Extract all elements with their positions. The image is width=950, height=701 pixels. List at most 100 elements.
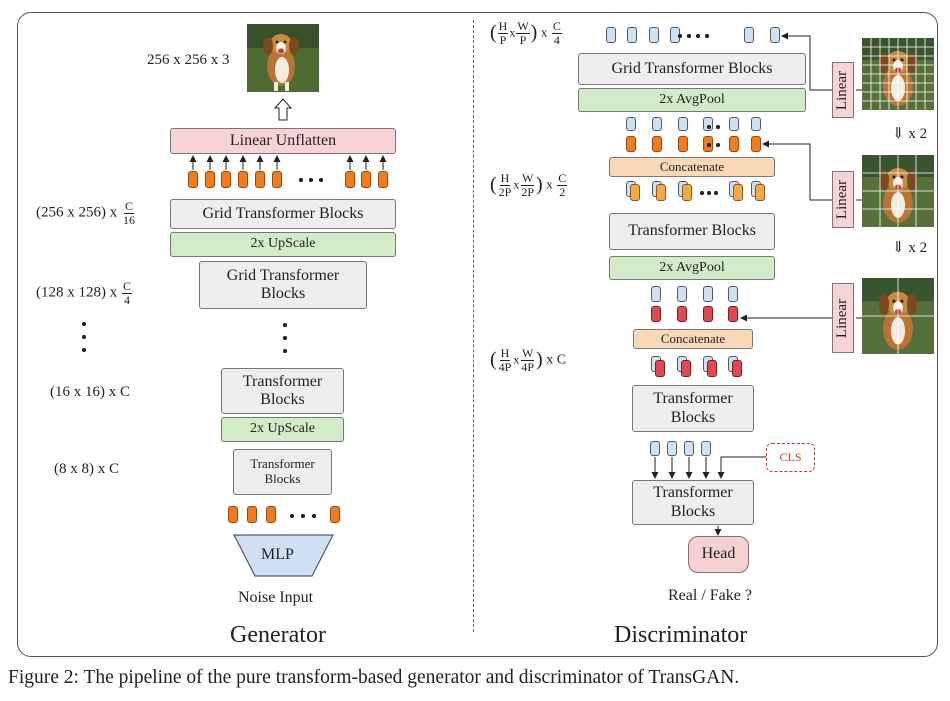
ellipsis-dot xyxy=(707,125,711,129)
disc-token-blue xyxy=(751,117,761,131)
upscale-block-2: 2x UpScale xyxy=(221,417,344,442)
disc-token-yellow xyxy=(682,184,692,201)
disc-token-orange xyxy=(751,136,761,152)
disc-token-orange xyxy=(652,136,662,152)
disc-token-orange xyxy=(678,136,688,152)
transformer-blocks-1: Transformer Blocks xyxy=(221,368,344,414)
vertical-ellipsis-dot xyxy=(283,349,287,353)
generator-output-dog-image xyxy=(247,24,319,92)
transformer-blocks-2: Transformer Blocks xyxy=(233,449,332,495)
grid-transformer-blocks-2: Grid Transformer Blocks xyxy=(199,261,367,309)
ellipsis-dot xyxy=(301,514,305,518)
gen-noise-token xyxy=(247,506,257,523)
ellipsis-dot xyxy=(700,191,704,195)
ellipsis-dot xyxy=(309,178,313,182)
disc-token xyxy=(744,27,754,43)
generator-discriminator-divider xyxy=(473,20,474,632)
disc-concatenate-1: Concatenate xyxy=(609,157,775,177)
figure-frame xyxy=(17,12,938,657)
gen-token xyxy=(205,171,215,188)
disc-token-blue xyxy=(729,117,739,131)
disc-transformer-blocks-1: Transformer Blocks xyxy=(609,213,775,250)
disc-token-yellow xyxy=(656,184,666,201)
gen-noise-token xyxy=(266,506,276,523)
disc-avgpool-2: 2x AvgPool xyxy=(609,256,775,280)
gen-token xyxy=(188,171,198,188)
linear-unflatten-block: Linear Unflatten xyxy=(170,128,396,154)
disc-token-yellow xyxy=(630,184,640,201)
ellipsis-dot xyxy=(714,191,718,195)
vertical-ellipsis-dot xyxy=(82,348,86,352)
ellipsis-dot xyxy=(299,178,303,182)
gen-token xyxy=(272,171,282,188)
disc-input-dog-image-2 xyxy=(862,155,934,227)
disc-token-blue xyxy=(728,286,738,302)
dog-photo-icon xyxy=(862,38,934,110)
disc-token xyxy=(649,27,659,43)
ellipsis-dot xyxy=(678,34,682,38)
gen-noise-token xyxy=(330,506,340,523)
vertical-ellipsis-dot xyxy=(283,336,287,340)
disc-token-yellow xyxy=(733,184,743,201)
disc-token-final xyxy=(650,441,660,456)
discriminator-title: Discriminator xyxy=(614,622,748,648)
gen-token xyxy=(255,171,265,188)
linear-block-2: Linear xyxy=(832,171,854,228)
figure-caption: Figure 2: The pipeline of the pure trans… xyxy=(8,667,740,688)
ellipsis-dot xyxy=(707,191,711,195)
disc-token-final xyxy=(684,441,694,456)
gen-token xyxy=(361,171,371,188)
disc-token-blue xyxy=(652,117,662,131)
cls-token: CLS xyxy=(766,443,815,472)
disc-token-red xyxy=(703,306,713,322)
disc-token xyxy=(606,27,616,43)
ellipsis-dot xyxy=(687,34,691,38)
disc-input-dog-image-1 xyxy=(862,38,934,110)
disc-token-blue xyxy=(651,286,661,302)
disc-token-blue xyxy=(703,117,713,131)
disc-token-red xyxy=(732,360,742,377)
disc-grid-transformer-blocks: Grid Transformer Blocks xyxy=(578,53,806,85)
vertical-ellipsis-dot xyxy=(283,323,287,327)
upscale-block-1: 2x UpScale xyxy=(170,232,396,257)
disc-token xyxy=(627,27,637,43)
dog-photo-icon xyxy=(862,278,934,354)
disc-token-final xyxy=(701,441,711,456)
gen-token xyxy=(345,171,355,188)
disc-transformer-blocks-2: Transformer Blocks xyxy=(632,385,754,432)
linear-block-1: Linear xyxy=(832,62,854,118)
resolution-8: (8 x 8) x C xyxy=(54,461,119,477)
gen-token xyxy=(378,171,388,188)
disc-avgpool-1: 2x AvgPool xyxy=(578,88,806,112)
disc-transformer-blocks-3: Transformer Blocks xyxy=(632,480,754,525)
disc-token-red xyxy=(681,360,691,377)
gen-noise-token xyxy=(228,506,238,523)
disc-token-blue xyxy=(678,117,688,131)
generator-title: Generator xyxy=(230,622,326,648)
vertical-ellipsis-dot xyxy=(82,335,86,339)
linear-block-3: Linear xyxy=(832,283,854,353)
ellipsis-dot xyxy=(716,143,720,147)
mlp-label: MLP xyxy=(261,546,294,563)
dog-photo-icon xyxy=(862,155,934,227)
disc-token-orange xyxy=(626,136,636,152)
disc-token-red xyxy=(707,360,717,377)
disc-token-blue xyxy=(677,286,687,302)
generator-image-size: 256 x 256 x 3 xyxy=(147,52,230,68)
disc-token-orange xyxy=(729,136,739,152)
disc-token-blue xyxy=(703,286,713,302)
grid-transformer-blocks-1: Grid Transformer Blocks xyxy=(170,199,396,229)
disc-token-yellow xyxy=(755,184,765,201)
ellipsis-dot xyxy=(716,125,720,129)
disc-token-red xyxy=(677,306,687,322)
disc-concatenate-2: Concatenate xyxy=(633,329,753,349)
disc-token-final xyxy=(667,441,677,456)
disc-token-red xyxy=(655,360,665,377)
